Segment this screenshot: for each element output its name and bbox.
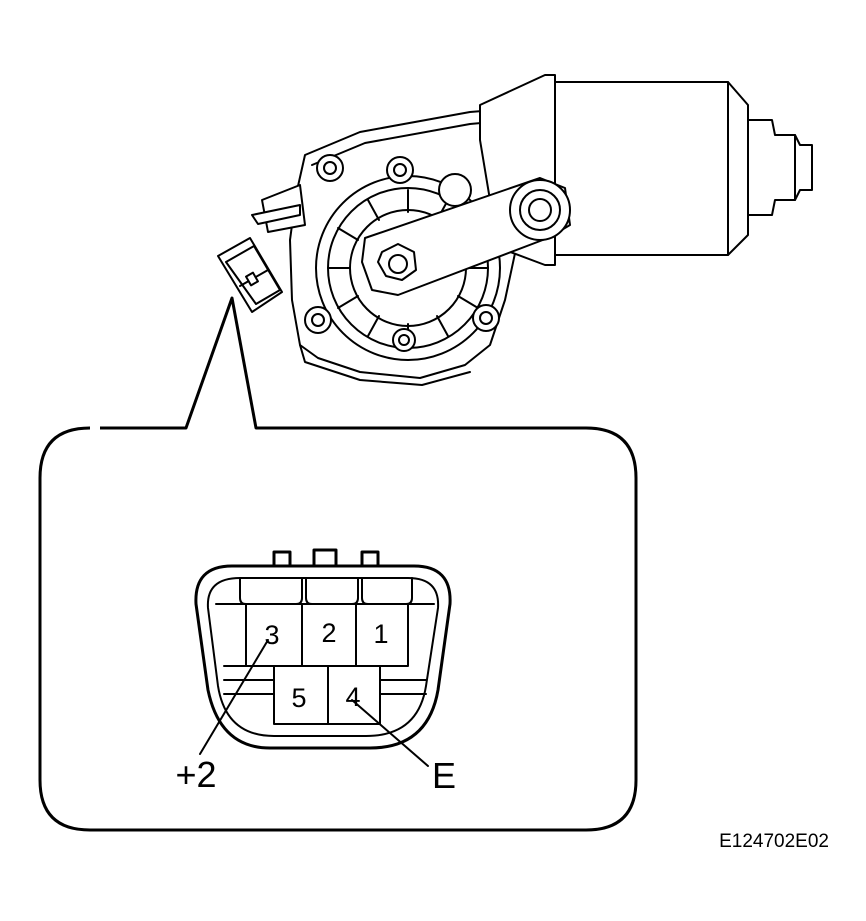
pin-cavity-1 [355, 603, 409, 667]
pin-label-1: 1 [373, 619, 388, 649]
wiper-motor [217, 74, 813, 386]
callout-label-plus2: +2 [175, 754, 216, 795]
pin-label-2: 2 [321, 618, 336, 648]
connector-face: 3 2 1 5 4 [194, 548, 452, 750]
figure-code: E124702E02 [719, 831, 829, 852]
leader-line-ground [351, 699, 429, 767]
callout-label-ground: E [432, 755, 456, 796]
leader-line-plus2 [199, 639, 269, 755]
pin-cavity-3 [245, 603, 303, 667]
pin-label-5: 5 [291, 683, 306, 713]
pin-label-3: 3 [264, 620, 279, 650]
callout-bubble [38, 296, 638, 832]
pin-label-4: 4 [345, 682, 360, 712]
pin-cavity-4 [327, 665, 381, 725]
pin-cavity-5 [273, 665, 329, 725]
